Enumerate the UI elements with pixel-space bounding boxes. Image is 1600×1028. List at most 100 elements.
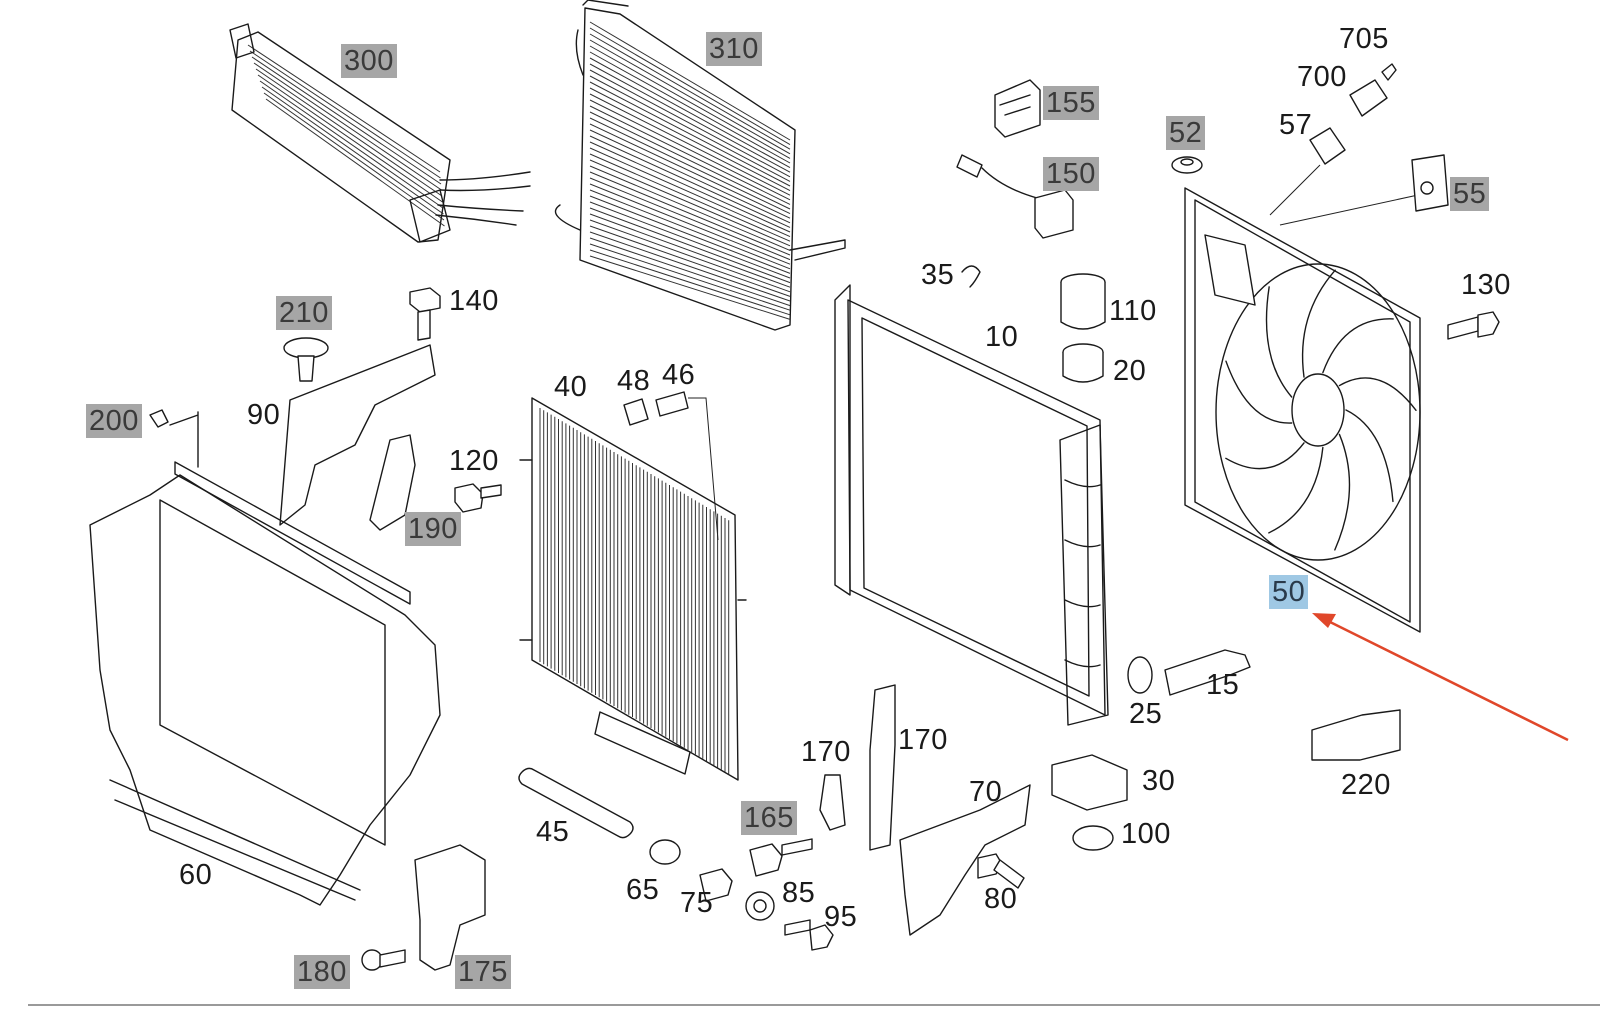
fan-blade [1225, 360, 1293, 424]
bolt-165-part [749, 838, 813, 877]
condenser-40-part [519, 397, 747, 781]
oil-cooler-fin [249, 50, 441, 179]
callout-170a: 170 [801, 736, 851, 768]
upper-radiator-fin [589, 117, 791, 215]
fan-blade [1322, 318, 1394, 374]
upper-radiator-fin [589, 111, 791, 210]
callout-165: 165 [741, 801, 797, 835]
upper-radiator-fin [589, 159, 791, 247]
upper-radiator-fin [589, 213, 791, 288]
fan-blade [1338, 377, 1417, 411]
sensor-bracket-part [994, 79, 1041, 138]
upper-radiator-fin [589, 87, 791, 192]
dryer-45-part [518, 767, 634, 839]
plug-65-part [649, 839, 681, 865]
upper-radiator-fin [589, 123, 791, 219]
callout-15: 15 [1206, 669, 1240, 701]
callout-705: 705 [1339, 23, 1389, 55]
oil-cooler-fin [247, 44, 441, 173]
callout-30: 30 [1142, 765, 1176, 797]
callout-90: 90 [247, 399, 281, 431]
fan-blade [1265, 286, 1293, 398]
callout-75: 75 [680, 887, 714, 919]
callout-85: 85 [782, 877, 816, 909]
upper-radiator-fin [589, 81, 791, 187]
bracket-220-part [1311, 709, 1401, 761]
callout-190: 190 [405, 512, 461, 546]
bolt-140-part [409, 287, 441, 341]
callout-48: 48 [617, 365, 651, 397]
callout-700: 700 [1297, 61, 1347, 93]
upper-radiator-fin [589, 63, 791, 173]
upper-radiator-fin [589, 27, 791, 146]
bracket-175-part [414, 844, 486, 971]
upper-radiator-fin [589, 225, 791, 297]
upper-radiator-fin [589, 237, 791, 307]
callout-25: 25 [1129, 698, 1163, 730]
fan-blade [1225, 442, 1305, 470]
washer-52-part [1171, 156, 1203, 174]
callout-57: 57 [1279, 109, 1313, 141]
callout-300: 300 [341, 44, 397, 78]
callout-220: 220 [1341, 769, 1391, 801]
air-guide-70-part [899, 784, 1031, 936]
callout-175: 175 [455, 955, 511, 989]
callout-35: 35 [921, 259, 955, 291]
upper-radiator-fin [589, 255, 791, 320]
callout-110: 110 [1109, 295, 1157, 327]
callout-155: 155 [1043, 86, 1099, 120]
upper-radiator-fin [589, 153, 791, 242]
upper-radiator-fin [589, 57, 791, 169]
upper-radiator-fin [589, 249, 791, 316]
air-guide-90-part [279, 344, 436, 526]
upper-radiator-fin [589, 135, 791, 228]
seal-20-part [1062, 343, 1104, 383]
upper-radiator-fin [589, 171, 791, 256]
callout-20: 20 [1113, 355, 1147, 387]
upper-radiator-fin [589, 99, 791, 201]
upper-radiator-fin [589, 51, 791, 164]
callout-10: 10 [985, 321, 1019, 353]
upper-radiator-fin [589, 231, 791, 302]
fan-blade [1345, 409, 1394, 503]
callout-50: 50 [1269, 575, 1309, 609]
oil-cooler-fin [253, 62, 442, 191]
fan-blade [1334, 433, 1351, 551]
mount-30-part [1051, 754, 1128, 811]
oil-cooler-fin [251, 56, 442, 185]
upper-radiator-fin [589, 189, 791, 270]
bracket-170b-part [869, 684, 896, 851]
upper-radiator-fin [589, 75, 791, 182]
clip-35-part [961, 265, 981, 288]
upper-radiator-fin [589, 201, 791, 279]
upper-radiator-fin [589, 105, 791, 205]
callout-80: 80 [984, 883, 1018, 915]
oil-cooler-fin [255, 68, 443, 197]
upper-radiator-fin [589, 183, 791, 265]
temperature-sensor-part [956, 154, 1074, 239]
callout-45: 45 [536, 816, 570, 848]
upper-radiator-fin [589, 93, 791, 196]
upper-radiator-fin [589, 45, 791, 159]
upper-radiator-fin [589, 21, 791, 141]
callout-140: 140 [449, 285, 499, 317]
fan-shroud-part [1184, 187, 1421, 633]
callout-210: 210 [276, 296, 332, 330]
upper-radiator-fin [589, 33, 791, 150]
callout-40: 40 [554, 371, 588, 403]
relay-part [1411, 154, 1449, 212]
callout-170b: 170 [898, 724, 948, 756]
callout-52: 52 [1166, 116, 1206, 150]
upper-radiator-fin [589, 243, 791, 311]
callout-95: 95 [824, 901, 858, 933]
connector-15-part [1164, 649, 1251, 696]
front-frame-60-part [89, 461, 441, 906]
callout-46: 46 [662, 359, 696, 391]
bracket-170a-part [819, 774, 846, 831]
upper-radiator-fin [589, 195, 791, 274]
callout-55: 55 [1450, 177, 1490, 211]
callout-120: 120 [449, 445, 499, 477]
callout-310: 310 [706, 32, 762, 66]
radiator-part [834, 284, 1109, 726]
